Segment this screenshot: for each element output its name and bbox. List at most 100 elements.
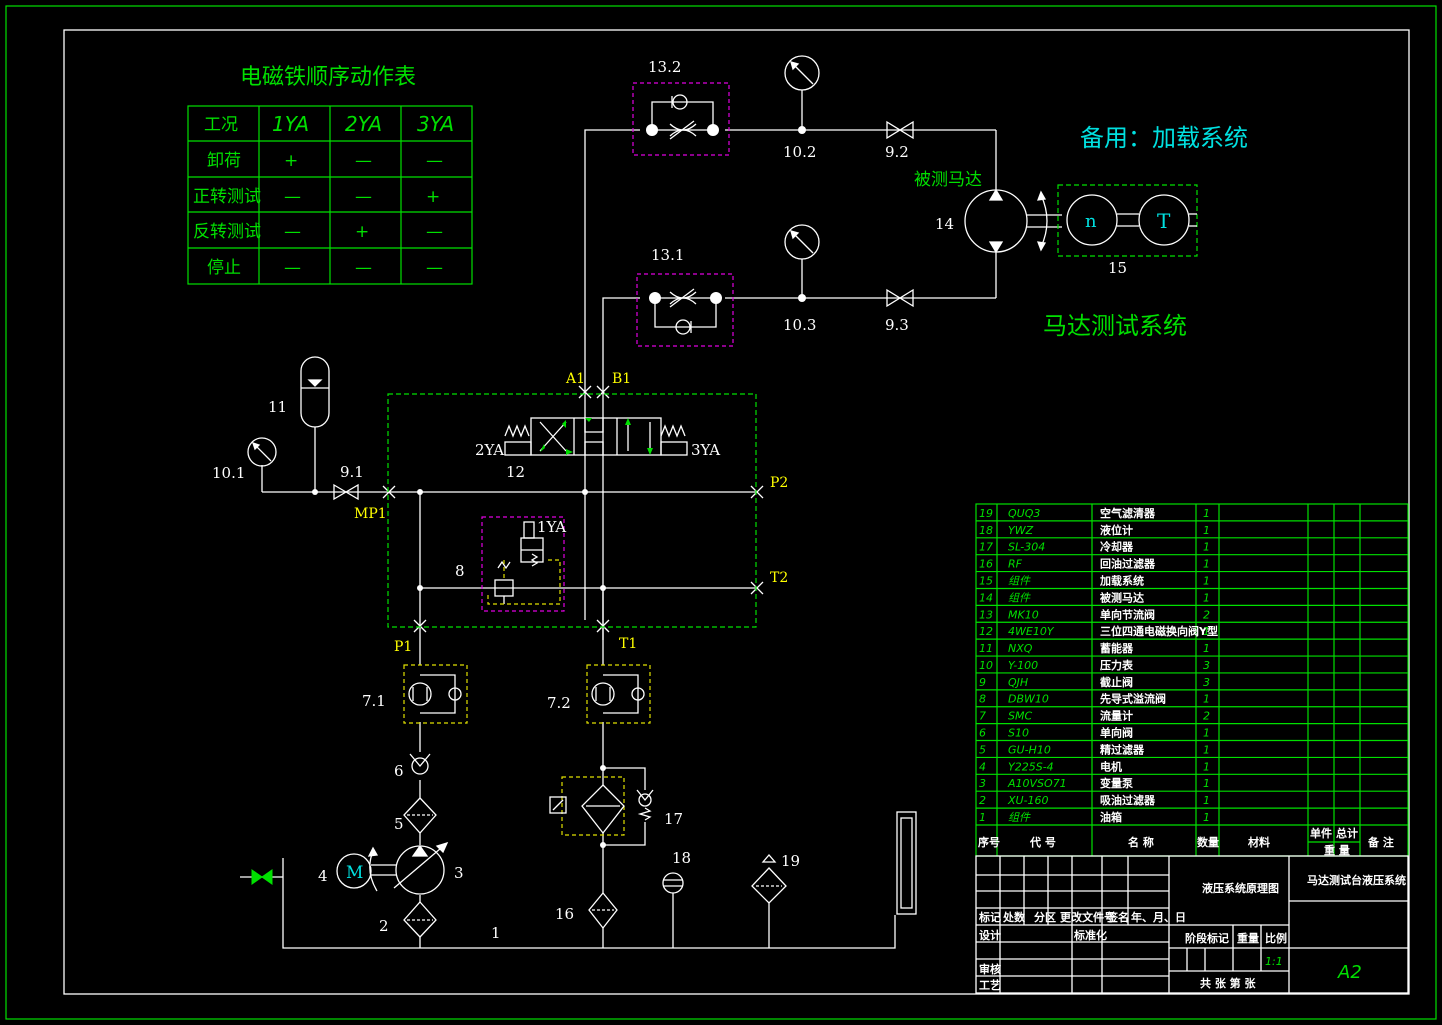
label-4: 4 (318, 867, 328, 885)
table-header-2: 2YA (345, 112, 382, 136)
parts-cell-code: YWZ (1008, 524, 1034, 537)
tb-sheets: 共 张 第 张 (1200, 976, 1256, 990)
parts-cell-no: 18 (979, 524, 993, 537)
label-19: 19 (781, 852, 800, 870)
parts-cell-name: 加载系统 (1099, 573, 1144, 587)
table-header-1: 1YA (272, 112, 309, 136)
valve-block-boundary (387, 393, 757, 628)
parts-cell-qty: 1 (1203, 727, 1210, 740)
flowmeter-7-2 (591, 674, 645, 714)
table-cell: 卸荷 (207, 151, 241, 171)
flowmeter-7-2-boundary (586, 664, 651, 724)
loading-system-15 (1066, 194, 1197, 246)
throttle-check-dots-13-2 (646, 124, 719, 136)
label-9-3: 9.3 (885, 316, 909, 334)
parts-cell-qty: 1 (1203, 507, 1210, 520)
tb-date: 年、月、日 (1131, 910, 1186, 924)
parts-cell-name: 流量计 (1100, 709, 1133, 723)
parts-cell-code: 组件 (1008, 591, 1031, 604)
table-header-3: 3YA (417, 112, 454, 136)
parts-cell-code: 组件 (1008, 811, 1031, 824)
parts-cell-qty: 1 (1203, 777, 1210, 790)
title-block-grid (975, 855, 1409, 994)
filter-5 (403, 797, 437, 834)
loading-system-15-boundary (1057, 184, 1198, 257)
label-10-3: 10.3 (783, 316, 816, 334)
port-b1: B1 (612, 371, 631, 387)
port-labels: A1 B1 P2 T2 MP1 P1 T1 (354, 371, 788, 655)
table-cell: 正转测试 (193, 187, 261, 207)
parts-cell-qty: 3 (1203, 659, 1210, 672)
parts-cell-code: 组件 (1008, 574, 1031, 587)
tb-review: 审核 (979, 962, 1001, 976)
table-cell: 反转测试 (193, 222, 261, 242)
label-3ya: 3YA (691, 441, 720, 459)
tested-motor-label: 被测马达 (914, 170, 982, 190)
tb-weight: 重量 (1237, 931, 1259, 945)
parts-cell-qty: 1 (1203, 743, 1210, 756)
motor-test-heading: 马达测试系统 (1043, 312, 1187, 340)
parts-cell-qty: 1 (1203, 642, 1210, 655)
tb-design: 设计 (979, 928, 1001, 942)
parts-cell-name: 油箱 (1100, 810, 1122, 824)
parts-cell-code: XU-160 (1007, 794, 1049, 807)
tested-motor-14 (964, 188, 1062, 254)
parts-cell-name: 单向阀 (1100, 726, 1133, 740)
parts-cell-no: 11 (979, 642, 993, 655)
table-cell: — (284, 187, 301, 207)
label-9-2: 9.2 (885, 143, 909, 161)
parts-cell-qty: 1 (1203, 558, 1210, 571)
parts-cell-code: NXQ (1008, 642, 1033, 655)
parts-cell-no: 5 (979, 743, 986, 756)
parts-cell-code: SMC (1008, 710, 1032, 723)
parts-cell-no: 3 (979, 777, 986, 790)
table-cell: 停止 (207, 258, 241, 278)
table-title: 电磁铁顺序动作表 (240, 65, 416, 90)
relief-pilot-lines (487, 559, 561, 605)
label-8: 8 (455, 562, 465, 580)
variable-pump-3 (367, 841, 449, 895)
parts-cell-no: 7 (979, 710, 986, 723)
pressure-gauge-10-1 (247, 437, 277, 467)
table-cell: — (355, 187, 372, 207)
parts-cell-no: 15 (979, 574, 993, 587)
parts-cell-name: 单向节流阀 (1100, 607, 1155, 621)
label-17: 17 (664, 810, 683, 828)
pipelines (240, 90, 997, 949)
parts-cell-name: 空气滤清器 (1100, 506, 1156, 520)
parts-cell-name: 压力表 (1100, 658, 1134, 672)
parts-cell-name: 吸油过滤器 (1100, 793, 1156, 807)
table-cell: — (355, 258, 372, 278)
throttle-check-valve-13-1-boundary (636, 273, 734, 347)
solenoid-sequence-table: 电磁铁顺序动作表 工况 1YA 2YA 3YA 卸荷 + — — 正转测试 — … (187, 65, 473, 285)
parts-header-code: 代 号 (1029, 835, 1056, 849)
relief-valve-8-boundary (481, 516, 565, 612)
shutoff-valve-9-2 (886, 120, 914, 140)
flowmeter-7-1-boundary (403, 664, 468, 724)
port-crosses (382, 385, 764, 633)
label-9-1: 9.1 (340, 463, 364, 481)
parts-cell-no: 8 (979, 693, 986, 706)
label-5: 5 (394, 815, 404, 833)
parts-header-unit: 单件 (1310, 826, 1332, 840)
label-18: 18 (672, 849, 691, 867)
torque-sensor-t: T (1157, 209, 1171, 233)
tb-mark: 标记 (978, 910, 1001, 924)
junction-dots (312, 126, 806, 848)
directional-valve-12 (504, 417, 688, 456)
parts-cell-qty: 1 (1203, 625, 1210, 638)
parts-cell-code: SL-304 (1008, 541, 1045, 554)
outer-border (5, 5, 1437, 1020)
shutoff-valve-9-1 (333, 483, 359, 501)
parts-cell-code: Y-100 (1008, 659, 1038, 672)
parts-cell-name: 冷却器 (1100, 540, 1134, 554)
parts-cell-qty: 2 (1203, 710, 1210, 723)
air-filter-19 (751, 854, 787, 904)
label-1: 1 (491, 924, 501, 942)
parts-cell-code: Y225S-4 (1008, 760, 1054, 773)
parts-header-qty: 数量 (1197, 835, 1219, 849)
parts-header-material: 材料 (1248, 835, 1270, 849)
speed-sensor-n: n (1085, 211, 1097, 232)
parts-cell-qty: 1 (1203, 524, 1210, 537)
